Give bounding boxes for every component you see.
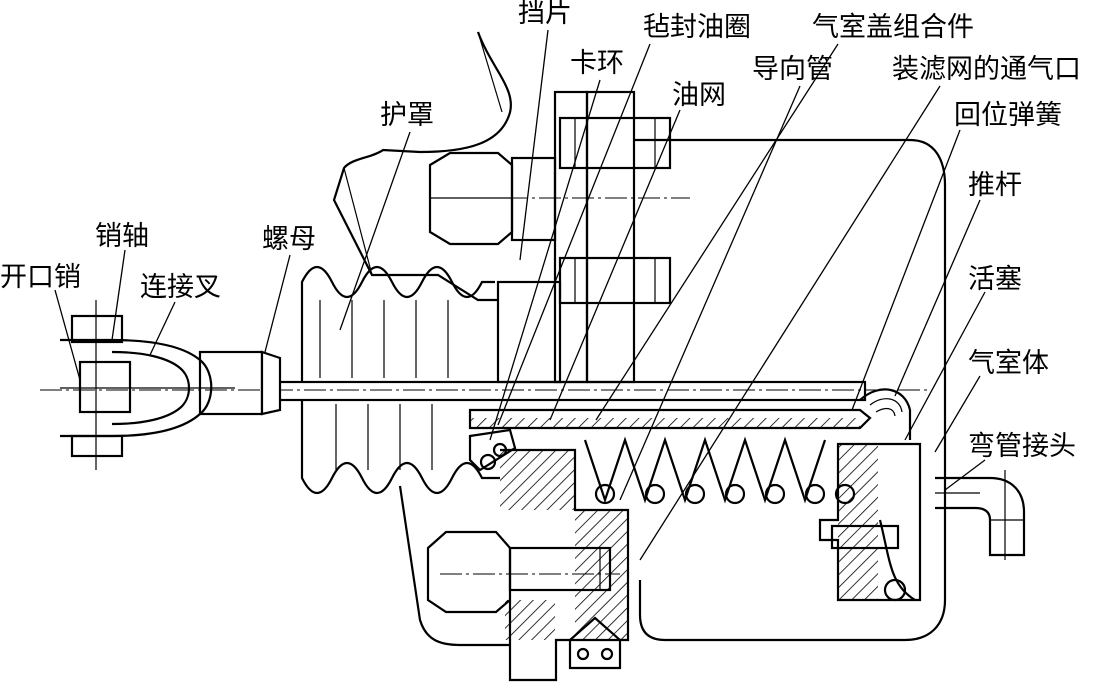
label-zhanfeng: 毡封油圈 [643,12,751,43]
label-qishiti: 气室体 [968,348,1049,379]
guide-housing [500,448,630,682]
boot-shield [398,485,510,647]
label-huiwei: 回位弹簧 [954,100,1062,131]
callout-labels: 挡片 毡封油圈 气室盖组合件 卡环 导向管 装滤网的通气口 油网 护罩 回位弹簧… [0,0,1081,462]
label-luomu: 螺母 [262,224,316,255]
label-youwang: 油网 [672,80,726,111]
label-qishigai: 气室盖组合件 [812,12,974,43]
label-huosai: 活塞 [968,264,1022,295]
push-rod [273,380,872,430]
label-wanguan: 弯管接头 [968,431,1076,462]
leader-lines [54,29,986,561]
piston [818,388,922,602]
label-daoxiang: 导向管 [752,54,833,85]
return-spring [583,436,856,505]
elbow-fitting [935,470,1026,560]
middle-bolt [558,256,672,305]
label-kaikou: 开口销 [0,262,81,293]
rubber-boot [300,265,500,495]
label-xiaozhou: 销轴 [95,221,149,252]
upper-bolt [428,116,672,246]
breather-plug [568,616,622,670]
label-tuigan: 推杆 [968,170,1022,201]
label-lianjiecha: 连接叉 [140,272,221,303]
label-kahuan: 卡环 [570,48,624,79]
label-huzhao: 护罩 [380,100,434,131]
label-dangpian: 挡片 [518,0,572,29]
label-lvwang: 装滤网的通气口 [892,54,1081,85]
clevis-assembly [60,300,282,470]
mounting-bracket [332,31,512,302]
felt-seal [468,428,517,472]
